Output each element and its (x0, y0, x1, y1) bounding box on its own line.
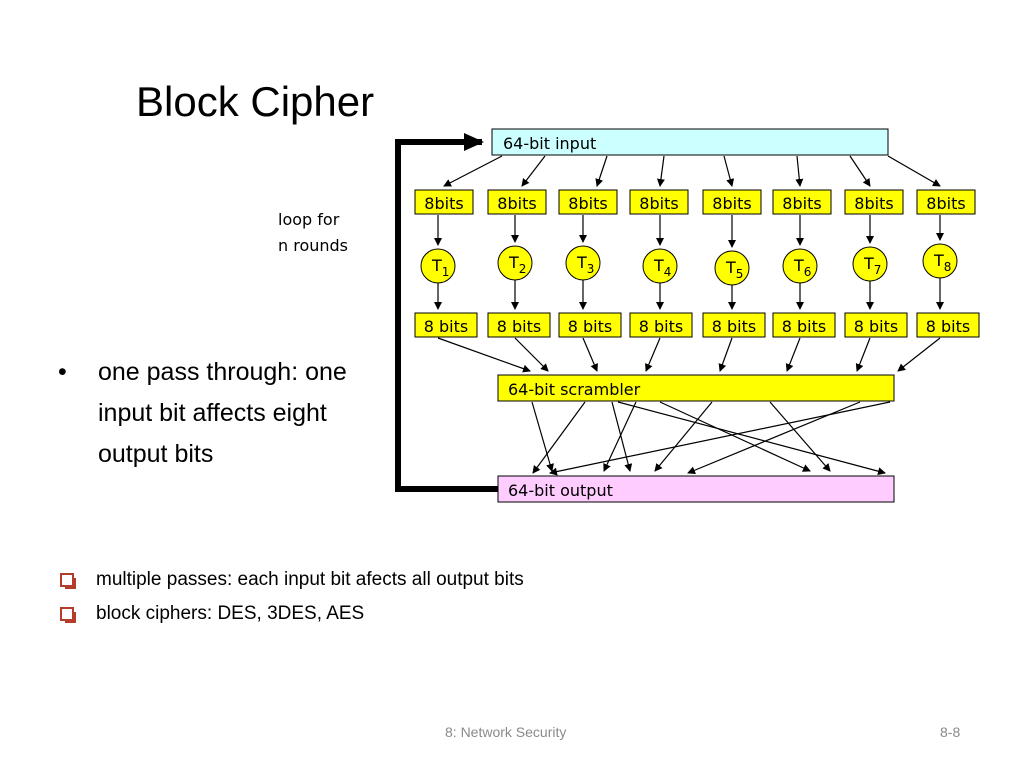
top-block-1: 8bits (414, 189, 474, 215)
top-block-6: 8bits (772, 189, 832, 215)
loop-label-line1: loop for (278, 210, 340, 229)
top-block-7: 8bits (844, 189, 904, 215)
output-label: 64-bit output (508, 481, 613, 500)
substitution-table-6: T6 (782, 248, 818, 284)
top-block-4: 8bits (629, 189, 689, 215)
substitution-table-label: T2 (508, 253, 526, 276)
top-block-label: 8bits (424, 194, 463, 213)
top-block-label: 8bits (639, 194, 678, 213)
substitution-table-3: T3 (565, 245, 601, 281)
bottom-block-8: 8 bits (916, 312, 980, 338)
bullet-dot-icon: • (58, 358, 67, 386)
bottom-block-label: 8 bits (639, 317, 683, 336)
input-arrow-4 (656, 155, 665, 187)
bottom-block-label: 8 bits (568, 317, 612, 336)
substitution-table-8: T8 (922, 243, 958, 279)
sub-bullet-2-text: block ciphers: DES, 3DES, AES (96, 603, 365, 624)
scrambler-label: 64-bit scrambler (508, 380, 641, 399)
footer-right: 8-8 (940, 724, 961, 740)
top-block-label: 8bits (854, 194, 893, 213)
block-to-scrambler-arrow-6 (785, 337, 801, 372)
bottom-block-1: 8 bits (414, 312, 478, 338)
input-arrow-1 (443, 155, 503, 187)
top-block-label: 8bits (782, 194, 821, 213)
input-block: 64-bit input (491, 128, 889, 156)
block-to-scrambler-arrow-3 (582, 337, 598, 372)
substitution-table-5: T5 (714, 250, 750, 286)
substitution-table-label: T7 (863, 254, 881, 277)
top-block-8: 8bits (916, 189, 976, 215)
main-bullet-text: one pass through: one input bit affects … (98, 358, 347, 468)
output-block: 64-bit output (497, 475, 895, 503)
input-arrow-8 (887, 155, 941, 187)
input-arrow-7 (849, 155, 871, 187)
checkbox-bullet-icon (60, 607, 76, 623)
scrambler-output-arrows (531, 401, 891, 476)
block-to-scrambler-arrow-7 (855, 337, 871, 372)
bottom-block-3: 8 bits (558, 312, 622, 338)
bottom-block-4: 8 bits (629, 312, 693, 338)
substitution-table-label: T8 (933, 251, 951, 274)
input-arrow-3 (595, 155, 608, 187)
bottom-block-label: 8 bits (854, 317, 898, 336)
block-to-scrambler-arrow-4 (645, 337, 661, 372)
bottom-block-label: 8 bits (782, 317, 826, 336)
scrambler-block: 64-bit scrambler (497, 374, 895, 402)
substitution-table-7: T7 (852, 246, 888, 282)
bottom-block-label: 8 bits (424, 317, 468, 336)
loop-label-line2: n rounds (278, 236, 348, 255)
bottom-block-label: 8 bits (926, 317, 970, 336)
top-block-label: 8bits (568, 194, 607, 213)
substitution-table-2: T2 (497, 245, 533, 281)
bottom-block-label: 8 bits (497, 317, 541, 336)
top-block-5: 8bits (702, 189, 762, 215)
input-arrow-6 (795, 155, 804, 187)
substitution-table-label: T5 (725, 258, 743, 281)
bottom-block-5: 8 bits (702, 312, 766, 338)
footer-left: 8: Network Security (445, 724, 567, 740)
sub-bullet-1-text: multiple passes: each input bit afects a… (96, 569, 524, 590)
slide-title: Block Cipher (136, 78, 375, 125)
input-arrow-2 (521, 155, 546, 187)
bottom-block-6: 8 bits (772, 312, 836, 338)
substitution-table-4: T4 (642, 248, 678, 284)
block-to-scrambler-arrow-5 (718, 337, 733, 372)
bottom-block-label: 8 bits (712, 317, 756, 336)
block-to-scrambler-arrow-1 (437, 337, 531, 373)
top-block-2: 8bits (487, 189, 547, 215)
substitution-table-1: T1 (420, 248, 456, 284)
top-block-3: 8bits (558, 189, 618, 215)
bottom-block-7: 8 bits (844, 312, 908, 338)
block-to-scrambler-arrow-8 (897, 337, 941, 372)
substitution-table-label: T4 (653, 256, 671, 279)
top-block-label: 8bits (926, 194, 965, 213)
block-to-scrambler-arrow-2 (514, 337, 549, 372)
checkbox-bullet-icon (60, 573, 76, 589)
loop-feedback-arrow (395, 133, 498, 492)
substitution-table-label: T1 (431, 256, 449, 279)
top-block-label: 8bits (497, 194, 536, 213)
substitution-table-label: T3 (576, 253, 594, 276)
input-label: 64-bit input (503, 134, 596, 153)
top-block-label: 8bits (712, 194, 751, 213)
bottom-block-2: 8 bits (487, 312, 551, 338)
substitution-table-label: T6 (793, 256, 811, 279)
input-arrow-5 (723, 155, 735, 187)
